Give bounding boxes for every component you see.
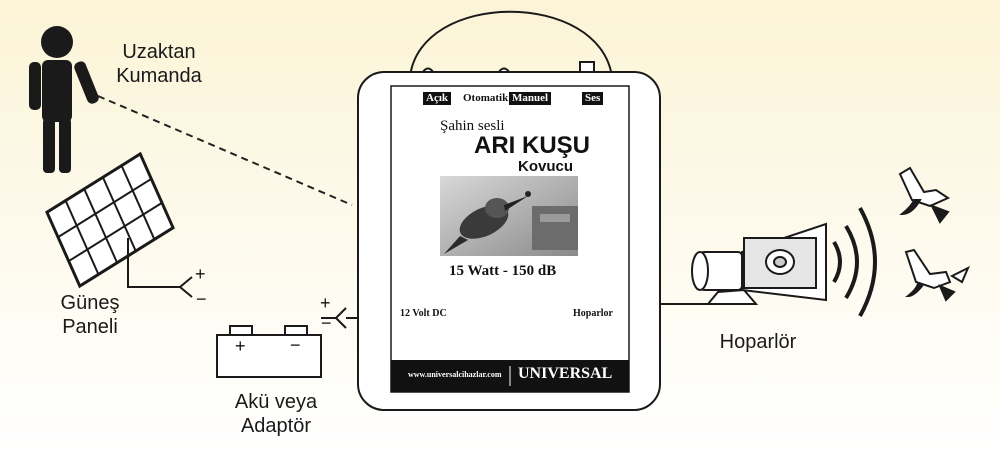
input-voltage-label: 12 Volt DC xyxy=(400,308,447,319)
solar-minus-sign: − xyxy=(196,289,207,309)
solar-panel-label: Güneş Paneli xyxy=(60,292,120,338)
sound-waves-icon xyxy=(832,207,877,317)
device-input-plus-sign: + xyxy=(320,293,331,313)
remote-signal-line xyxy=(97,95,353,206)
solar-panel-icon xyxy=(45,151,193,298)
website-label: www.universalcihazlar.com xyxy=(408,370,502,379)
battery-icon xyxy=(216,307,358,378)
sound-button[interactable]: Ses xyxy=(582,92,604,105)
title-line1: Şahin sesli xyxy=(440,118,505,134)
battery-plus-sign: + xyxy=(235,336,246,356)
automatic-label: Otomatik xyxy=(463,92,509,104)
title-line3: Kovucu xyxy=(518,158,574,175)
person-icon xyxy=(29,26,99,173)
battery-adapter-label: Akü veya Adaptör xyxy=(234,391,318,437)
title-line2: ARI KUŞU xyxy=(474,132,591,159)
bird-icon xyxy=(904,248,970,302)
on-button[interactable]: Açık xyxy=(423,92,451,105)
speaker-horn-icon xyxy=(691,222,827,305)
brand-label: UNIVERSAL xyxy=(518,365,613,382)
spec-label: 15 Watt - 150 dB xyxy=(449,263,557,279)
remote-control-label: Uzaktan Kumanda xyxy=(116,41,202,87)
device-input-minus-sign: − xyxy=(321,313,332,333)
top-cable xyxy=(409,10,613,78)
speaker-label: Hoparlör xyxy=(719,331,797,353)
manual-button[interactable]: Manuel xyxy=(509,92,552,105)
solar-plus-sign: + xyxy=(195,264,206,284)
output-speaker-label: Hoparlor xyxy=(573,308,613,319)
bird-icon xyxy=(898,166,951,224)
bird-photo xyxy=(440,176,578,256)
battery-minus-sign: − xyxy=(290,335,301,355)
